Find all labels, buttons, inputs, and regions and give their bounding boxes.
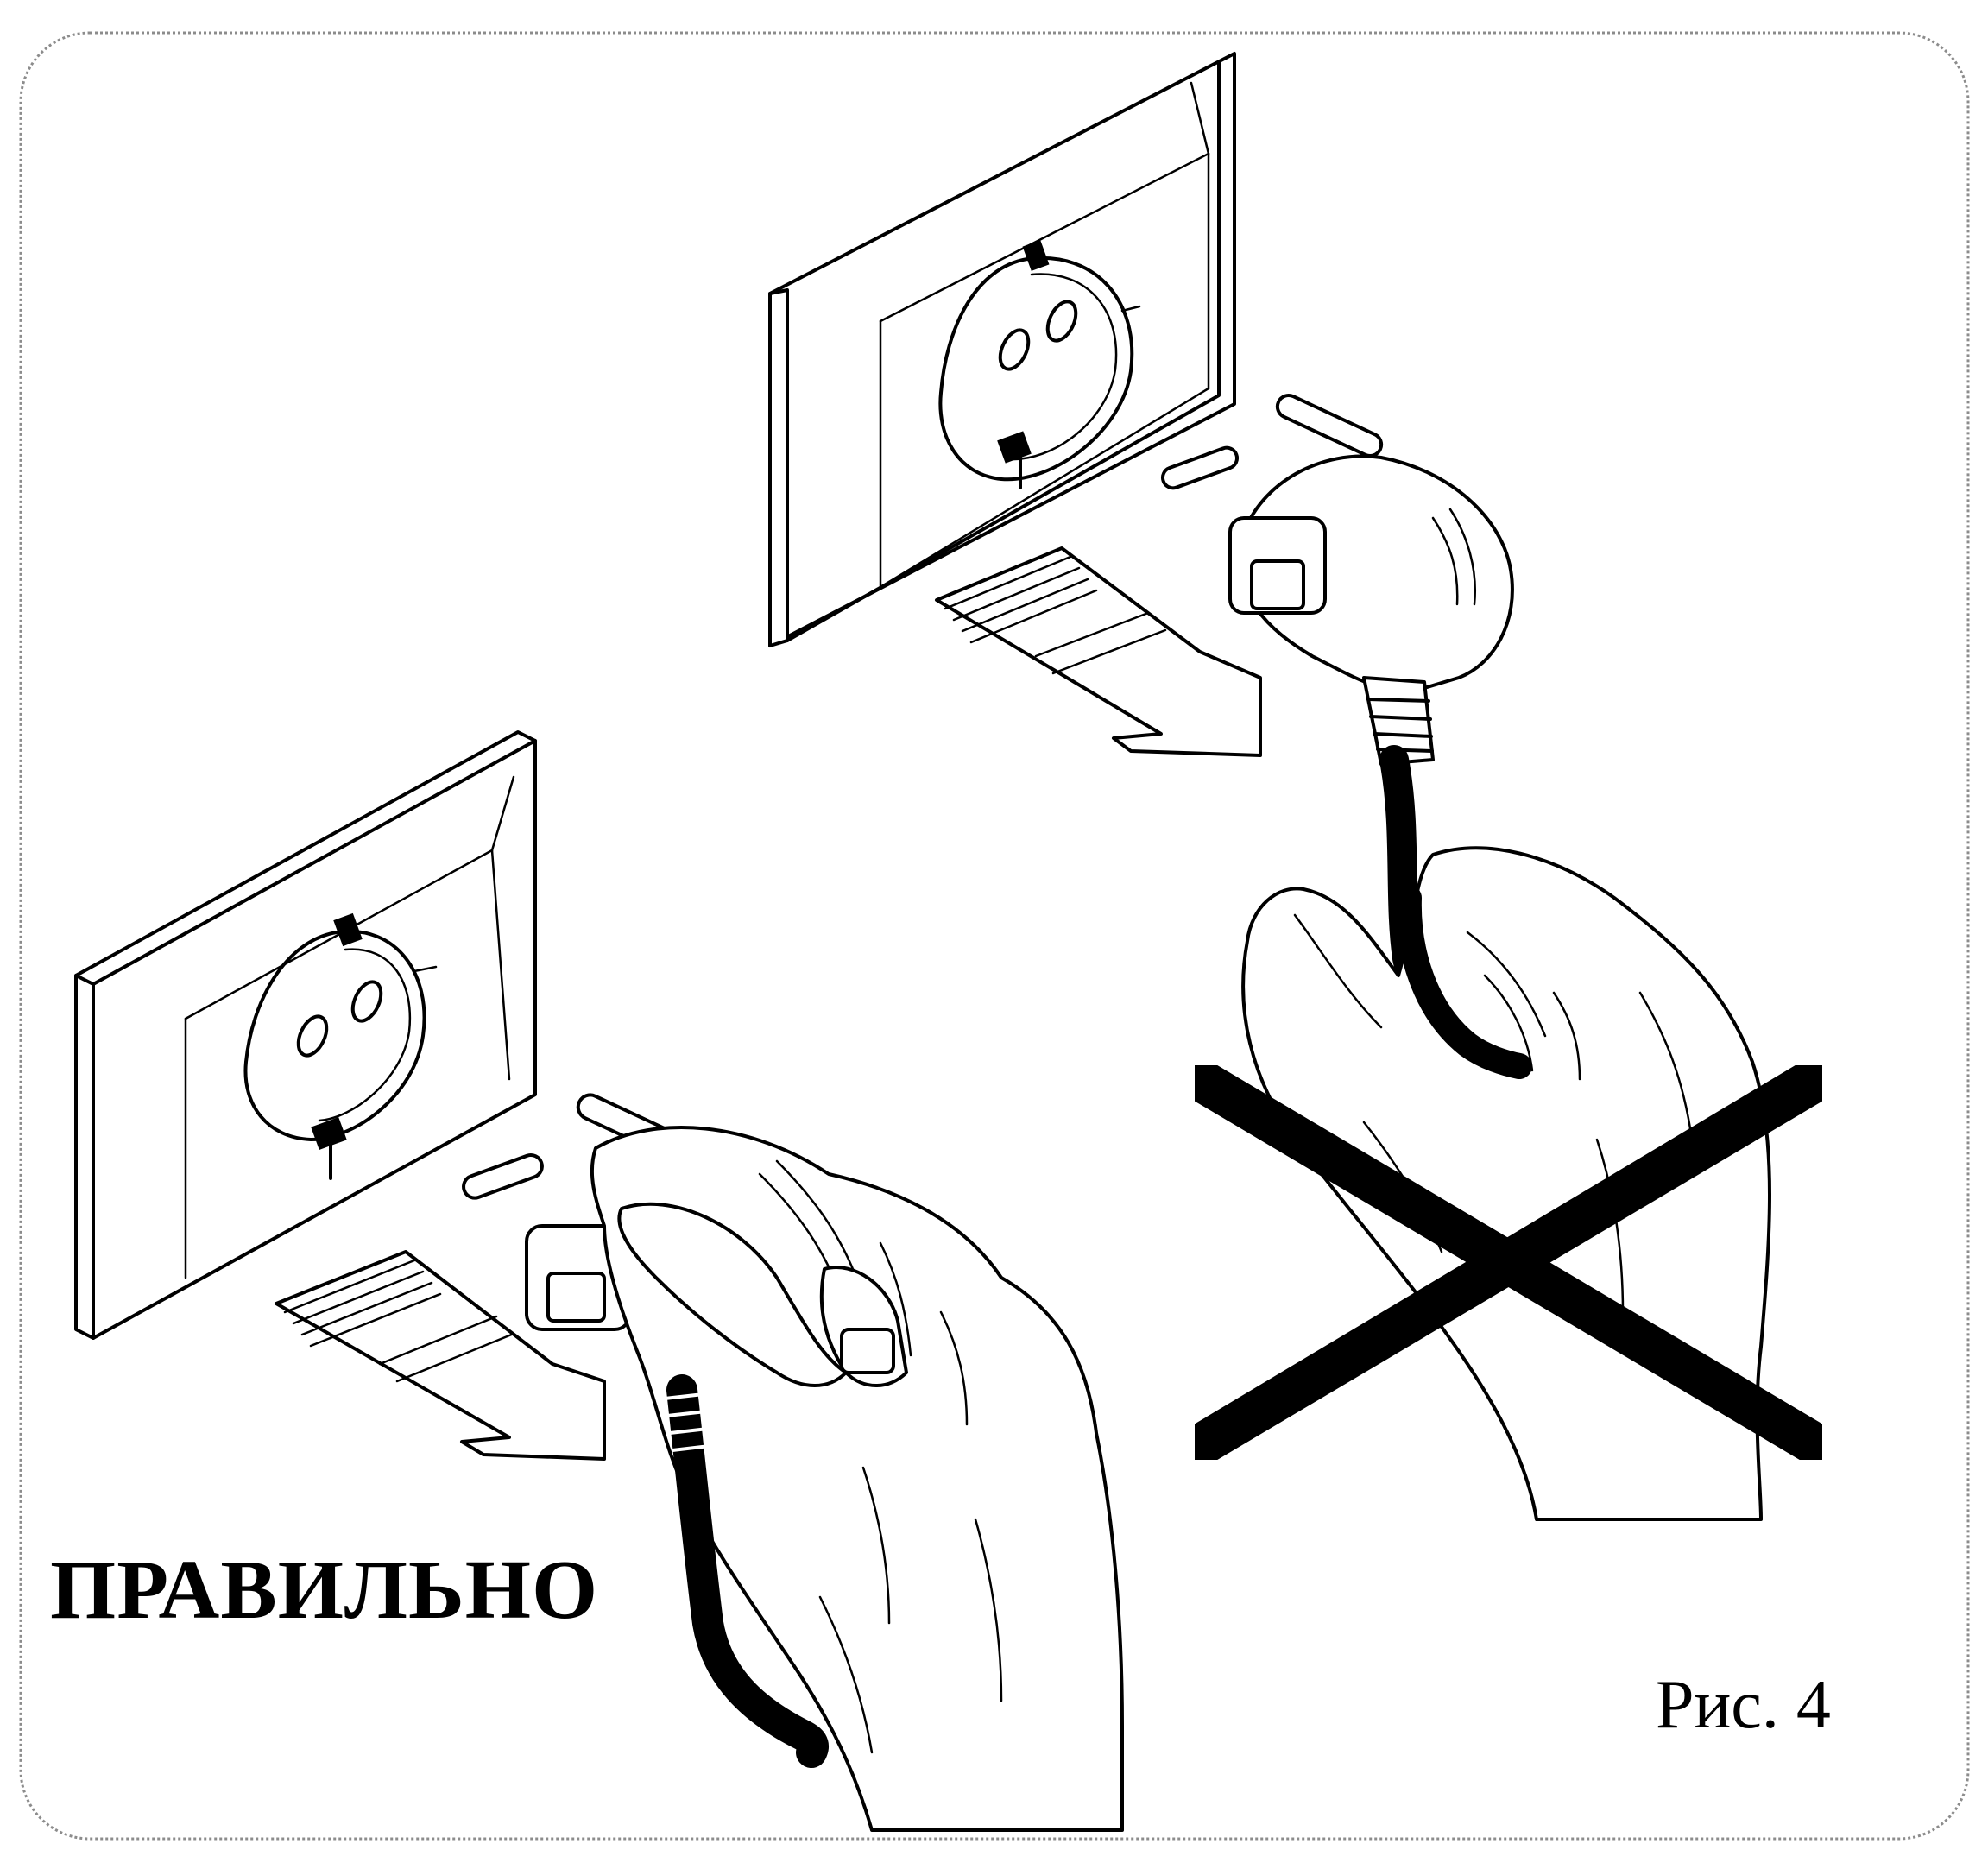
correct-label: ПРАВИЛЬНО [50,1548,598,1632]
top-plug [1160,392,1512,691]
figure-caption: Рис. 4 [1656,1670,1831,1740]
top-hand [1243,848,1770,1519]
bottom-outlet-scene [76,732,1122,1830]
bottom-hand [592,1127,1122,1830]
top-motion-arrow [937,548,1260,755]
bottom-wall-socket-plate [76,732,535,1338]
